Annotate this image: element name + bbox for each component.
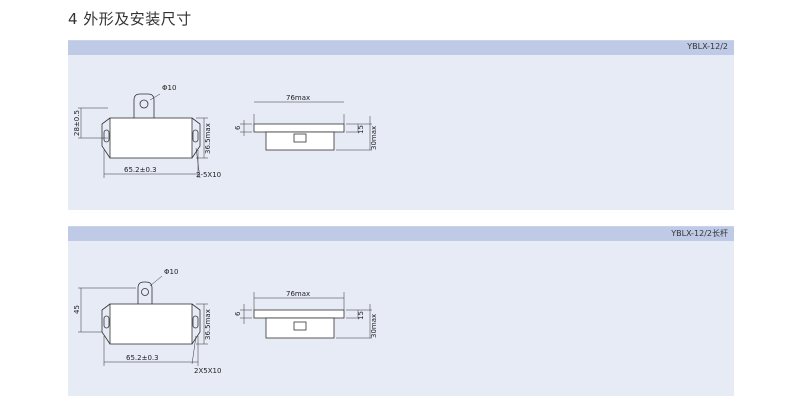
panel-header: YBLX-12/2 [68, 40, 734, 55]
front-view-drawing: Φ10 45 65.2±0.3 36.5max 2X5X10 [73, 268, 221, 375]
model-label: YBLX-12/2 [687, 42, 728, 51]
height-label: 28±0.5 [73, 110, 81, 136]
slot-label: 2X5X10 [194, 367, 221, 375]
body-height-label: 36.5max [204, 123, 212, 154]
drawing-panel-2: YBLX-12/2长杆 Φ10 45 65.2±0.3 3 [68, 226, 734, 396]
section-title: 4 外形及安装尺寸 [68, 10, 192, 28]
height-label: 45 [73, 305, 81, 314]
knob-dia-label: Φ10 [162, 84, 176, 92]
slot-label: 2-5X10 [196, 171, 221, 179]
drawing-panel-1: YBLX-12/2 Φ10 28±0.5 [68, 40, 734, 210]
front-view-drawing: Φ10 28±0.5 65.2±0.3 36.5max 2-5X10 [73, 84, 221, 179]
knob-dia-label: Φ10 [164, 268, 178, 276]
model-label: YBLX-12/2长杆 [671, 229, 728, 238]
panel-header: YBLX-12/2长杆 [68, 226, 734, 241]
width-label: 65.2±0.3 [126, 354, 159, 362]
body-height-label: 36.5max [204, 309, 212, 340]
width-label: 65.2±0.3 [124, 166, 157, 174]
